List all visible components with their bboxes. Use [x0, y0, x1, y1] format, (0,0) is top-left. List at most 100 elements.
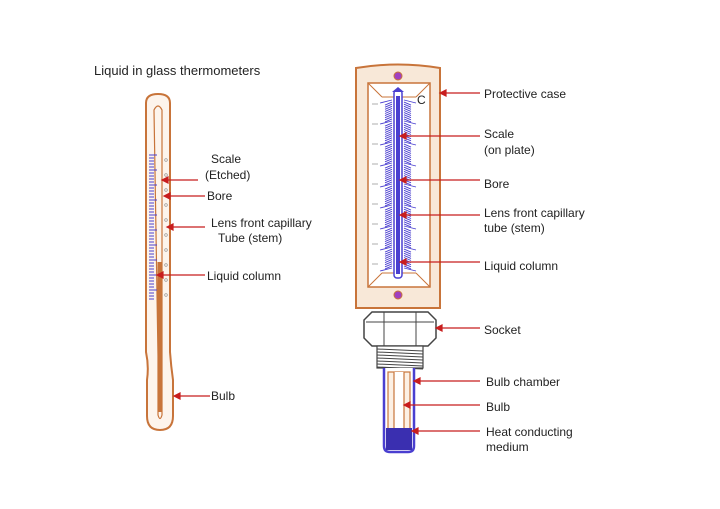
- right-scale-tick-left: [384, 116, 393, 121]
- right-scale-tick-left: [384, 145, 393, 150]
- left-scale-label-2: (Etched): [205, 168, 250, 182]
- right-scale-tick-left: [384, 238, 393, 243]
- right-scale-tick-left: [384, 252, 393, 257]
- right-scale-tick-left: [379, 225, 393, 230]
- right-scale-tick-right: [403, 252, 412, 257]
- right-scale-tick-left: [384, 263, 393, 268]
- right-scale-tick-left: [384, 219, 393, 224]
- right-scale-tick-right: [403, 170, 412, 175]
- left-bore-inner: [153, 105, 163, 420]
- right-scale-tick-left: [384, 147, 393, 152]
- right-scale-tick-right: [403, 107, 412, 112]
- socket-hex-nut: [363, 311, 437, 347]
- right-scale-tick-left: [384, 173, 393, 177]
- heat-medium-label-1: Heat conducting: [486, 425, 573, 439]
- right-scale-tick-left: [384, 217, 393, 222]
- right-scale-tick-left: [384, 143, 393, 148]
- right-scale-tick-left: [384, 233, 393, 238]
- right-plate-scale: [372, 99, 417, 272]
- right-scale-tick-left: [384, 133, 393, 138]
- left-scale-mark: [164, 263, 168, 267]
- right-scale-tick-left: [384, 137, 393, 142]
- right-bore-label: Bore: [484, 177, 510, 191]
- right-bulb-label: Bulb: [486, 400, 510, 414]
- right-scale-tick-right: [403, 145, 412, 150]
- socket-hex-lines: [366, 312, 434, 346]
- left-bore-label: Bore: [207, 189, 233, 203]
- right-scale-tick-left: [384, 152, 393, 156]
- left-scale-mark: [164, 158, 168, 162]
- right-scale-tick-left: [384, 200, 393, 205]
- right-scale-tick-right: [403, 231, 412, 236]
- right-scale-tick-right: [403, 227, 412, 232]
- right-scale-tick-right: [403, 99, 417, 104]
- right-scale-tick-left: [384, 191, 393, 196]
- left-leaders: [155, 176, 210, 400]
- right-scale-tick-right: [403, 141, 417, 146]
- right-scale-tick-right: [403, 208, 412, 213]
- left-lens-label-1: Lens front capillary: [211, 216, 312, 230]
- right-scale-tick-left: [384, 105, 393, 110]
- right-scale-tick-left: [384, 208, 393, 213]
- right-scale-tick-left: [384, 112, 393, 117]
- heat-medium-label-2: medium: [486, 440, 529, 454]
- right-scale-tick-left: [379, 246, 393, 251]
- right-scale-tick-right: [403, 103, 412, 108]
- right-scale-tick-right: [403, 116, 412, 121]
- left-scale-mark: [164, 218, 168, 222]
- right-scale-tick-left: [384, 149, 393, 154]
- right-scale-tick-left: [384, 206, 393, 211]
- right-scale-tick-left: [384, 181, 393, 186]
- right-scale-tick-right: [403, 187, 412, 192]
- socket-thread-line: [376, 348, 424, 352]
- left-scale-mark: [164, 248, 168, 252]
- socket-thread-line: [376, 357, 424, 361]
- right-scale-tick-right: [403, 120, 417, 125]
- right-scale-tick-right: [403, 194, 412, 198]
- socket-label: Socket: [484, 323, 521, 337]
- right-scale-tick-left: [384, 101, 393, 106]
- right-scale-tick-right: [403, 250, 412, 255]
- left-liquid-label: Liquid column: [207, 269, 281, 283]
- case-top-screw: [393, 71, 403, 81]
- right-thermometer: C: [355, 63, 441, 454]
- right-scale-tick-right: [403, 122, 412, 127]
- right-scale-tick-left: [384, 103, 393, 108]
- right-scale-tick-left: [384, 187, 393, 192]
- right-scale-tick-right: [403, 229, 412, 234]
- right-scale-tick-left: [384, 215, 393, 219]
- left-bulb-label: Bulb: [211, 389, 235, 403]
- right-scale-tick-left: [384, 257, 393, 261]
- right-scale-tick-left: [384, 185, 393, 190]
- right-scale-tick-right: [403, 128, 412, 133]
- right-scale-tick-left: [384, 198, 393, 203]
- right-scale-tick-right: [403, 200, 412, 205]
- right-scale-tick-right: [403, 154, 412, 159]
- right-scale-tick-left: [384, 122, 393, 127]
- right-scale-tick-right: [403, 257, 412, 261]
- right-scale-tick-right: [403, 152, 412, 156]
- right-scale-tick-right: [403, 175, 412, 180]
- stem-top-cap: [392, 87, 404, 92]
- right-scale-tick-left: [384, 164, 393, 169]
- left-liquid-column: [157, 262, 162, 412]
- left-scale-label-1: Scale: [211, 152, 241, 166]
- right-scale-tick-right: [403, 233, 412, 238]
- right-scale-tick-right: [403, 191, 412, 196]
- right-scale-tick-left: [384, 189, 393, 194]
- right-scale-tick-right: [403, 139, 412, 144]
- right-scale-tick-right: [403, 110, 412, 114]
- right-scale-tick-left: [379, 267, 393, 272]
- right-scale-tick-right: [403, 164, 412, 169]
- right-leaders: [398, 89, 480, 435]
- right-scale-tick-right: [403, 143, 412, 148]
- right-scale-tick-left: [384, 177, 393, 182]
- right-scale-tick-right: [403, 124, 412, 129]
- right-scale-tick-right: [403, 168, 412, 173]
- right-scale-tick-left: [384, 114, 393, 119]
- right-scale-tick-right: [403, 206, 412, 211]
- right-scale-tick-left: [384, 135, 393, 140]
- unit-celsius-mark: C: [417, 93, 426, 107]
- left-scale-mark: [164, 203, 168, 207]
